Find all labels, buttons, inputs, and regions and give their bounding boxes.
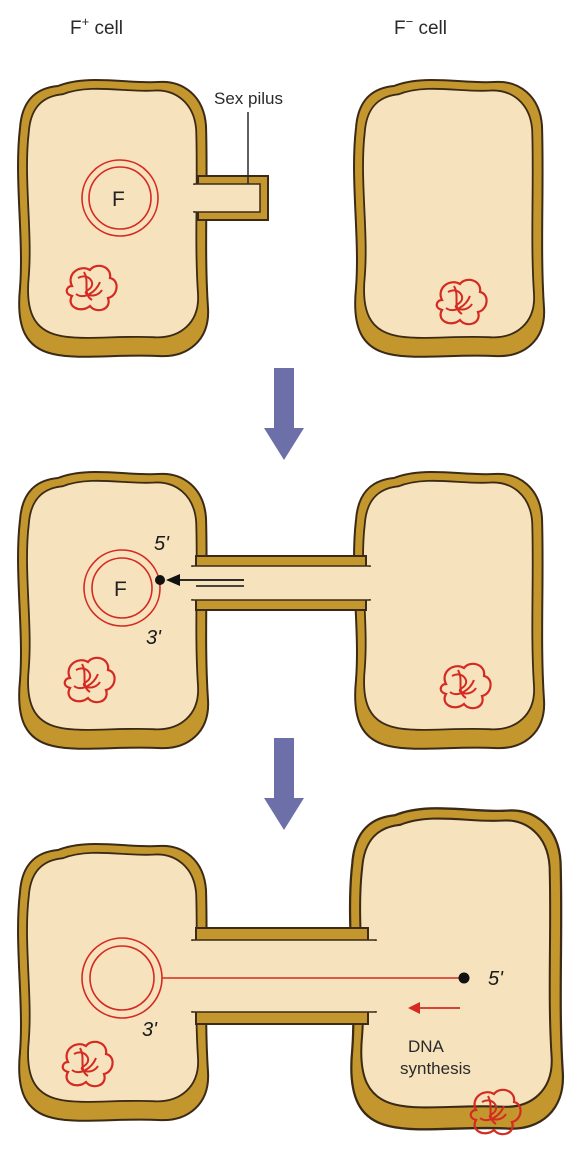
dna-synthesis-label-line2: synthesis bbox=[400, 1059, 471, 1078]
sex-pilus bbox=[190, 176, 268, 220]
three-prime-label: 3' bbox=[142, 1019, 158, 1041]
conjugation-bridge bbox=[186, 928, 380, 1024]
dna-synthesis-label-line1: DNA bbox=[408, 1037, 445, 1056]
f-minus-cell-label: F− cell bbox=[394, 14, 447, 39]
three-prime-label: 3' bbox=[146, 627, 162, 649]
conjugation-bridge bbox=[186, 556, 376, 610]
f-plus-cell bbox=[18, 472, 208, 749]
five-prime-label: 5' bbox=[154, 533, 170, 555]
f-minus-cell bbox=[350, 808, 563, 1129]
f-minus-cell bbox=[354, 472, 544, 749]
five-prime-label: 5' bbox=[488, 968, 504, 990]
f-plus-cell-label: F+ cell bbox=[70, 14, 123, 39]
f-plus-cell bbox=[18, 80, 208, 357]
plasmid-label: F bbox=[114, 578, 127, 601]
sex-pilus-label: Sex pilus bbox=[214, 89, 283, 108]
plasmid-label: F bbox=[112, 188, 125, 211]
stage-1: Sex pilus F bbox=[18, 80, 544, 357]
f-plus-cell bbox=[18, 844, 208, 1121]
f-minus-cell bbox=[354, 80, 544, 357]
step-arrow-2 bbox=[264, 738, 304, 830]
strand-end-dot bbox=[459, 973, 470, 984]
stage-3: 5' 3' DNA synthesis bbox=[18, 808, 563, 1134]
step-arrow-1 bbox=[264, 368, 304, 460]
stage-2: F 5' 3' bbox=[18, 472, 544, 749]
